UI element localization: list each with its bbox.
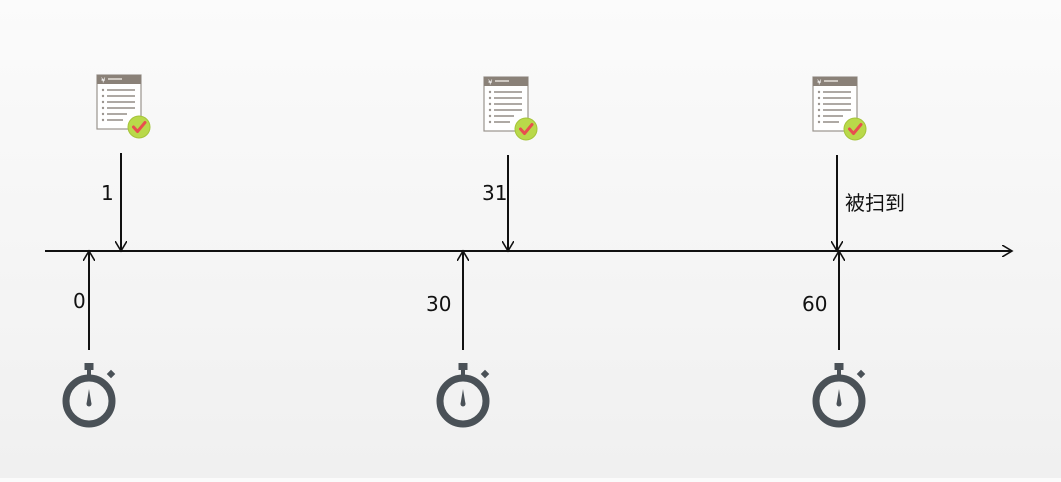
stopwatch-icon (440, 363, 489, 424)
order-time-label: 1 (101, 181, 114, 205)
scanned-annotation: 被扫到 (845, 191, 905, 215)
order-document-check-icon (811, 75, 868, 142)
stopwatch-icon (816, 363, 865, 424)
stopwatch-icon (66, 363, 115, 424)
order-time-label: 31 (482, 181, 508, 205)
timer-time-label: 30 (426, 292, 452, 316)
order-document-check-icon (95, 73, 152, 140)
timer-time-label: 60 (802, 292, 828, 316)
order-document-check-icon (482, 75, 539, 142)
timer-time-label: 0 (73, 289, 86, 313)
